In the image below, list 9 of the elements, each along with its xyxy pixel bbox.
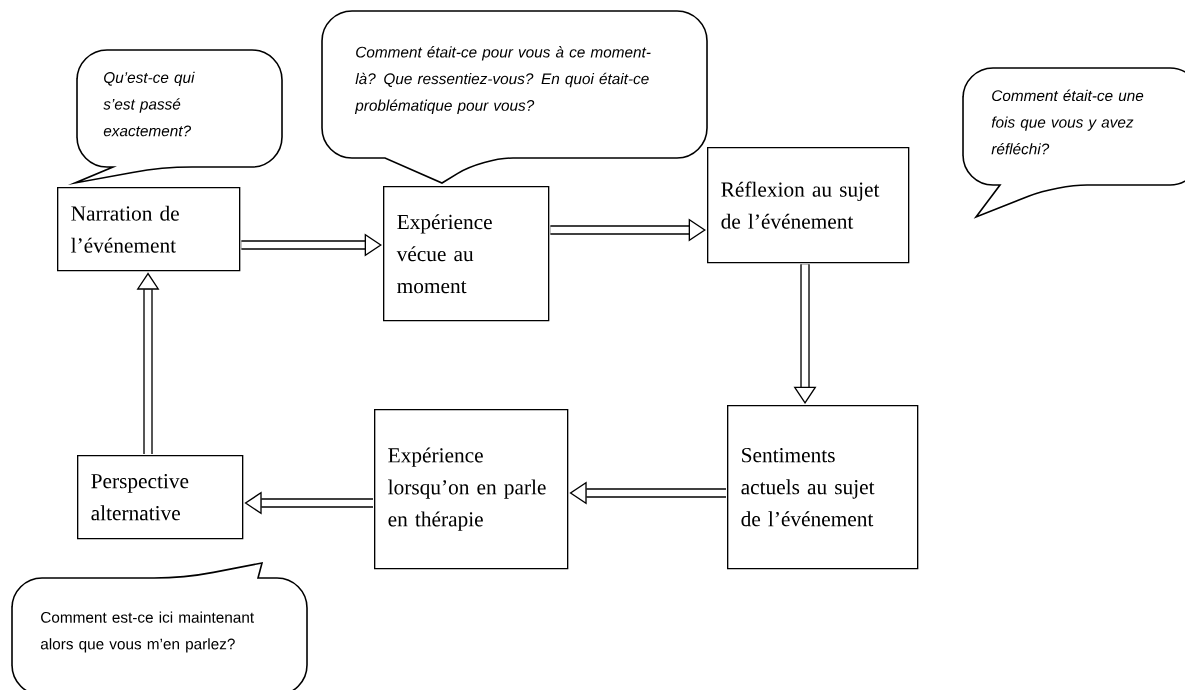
speech-bubble: Comment était-ce une fois que vous y avez réfléchi? — [962, 67, 1185, 218]
speech-bubble: Comment était-ce pour vous à ce moment-là? Que ressentiez-vous? En quoi était-ce problématique pour vous? — [321, 10, 708, 184]
process-box: Narration de l’événement — [57, 187, 241, 272]
process-box: Réflexion au sujet de l’événement — [707, 147, 910, 264]
process-box: Expérience vécue au moment — [383, 186, 550, 322]
process-box: Expérience lorsqu’on en parle en thérapie — [374, 409, 569, 570]
process-box: Sentiments actuels au sujet de l’événement — [727, 405, 919, 570]
speech-bubble: Comment est-ce ici maintenant alors que vous m’en parlez? — [11, 562, 308, 690]
process-box: Perspective alternative — [77, 455, 244, 540]
